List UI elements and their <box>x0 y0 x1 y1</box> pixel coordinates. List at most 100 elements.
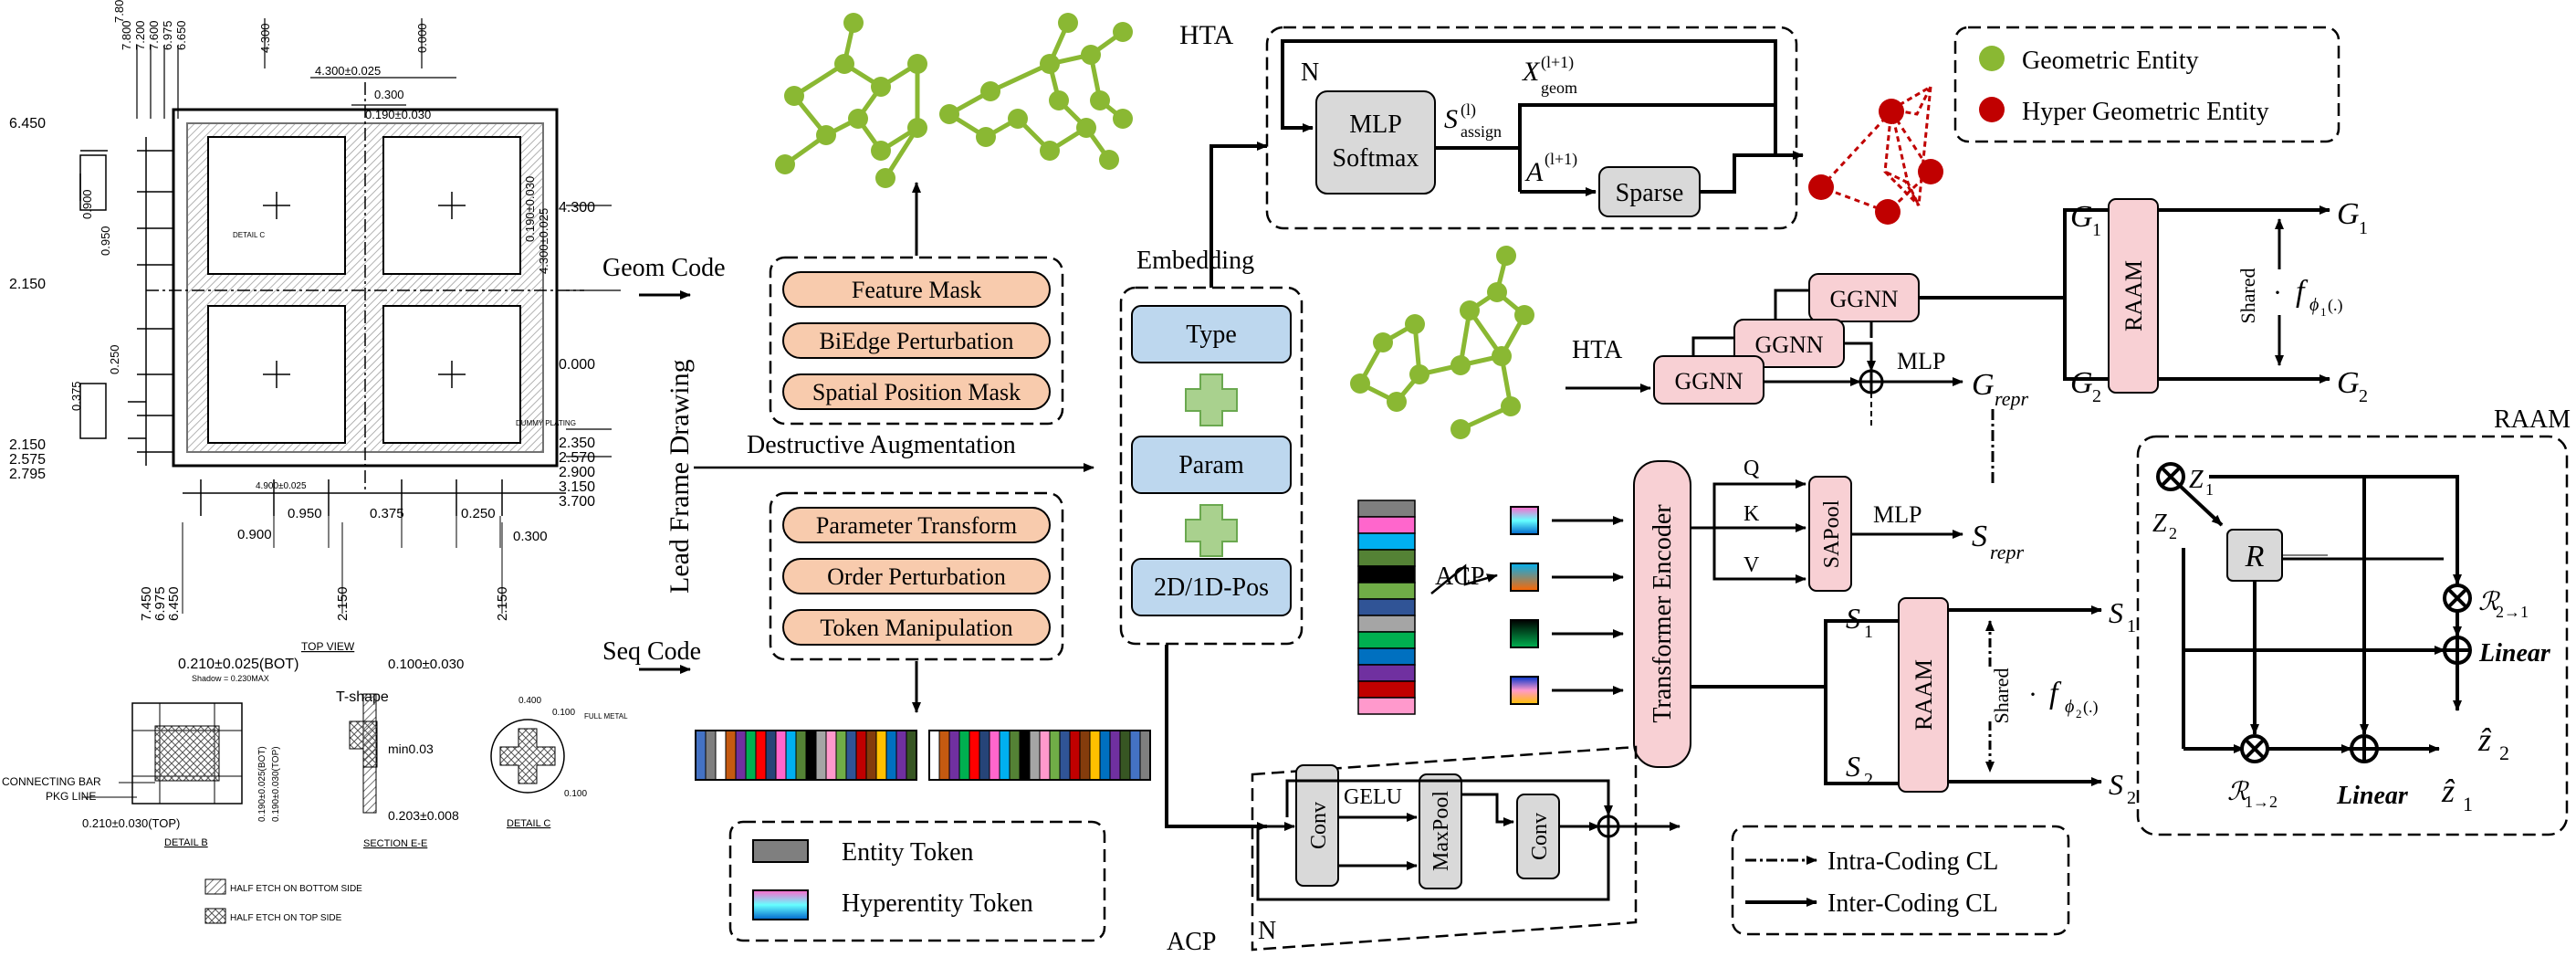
geom-augment-items: Feature Mask BiEdge Perturbation Spatial… <box>782 271 1051 410</box>
s1-in-sub: 1 <box>1864 622 1873 642</box>
aug-item-order-perturbation <box>782 558 1051 594</box>
token-cell <box>725 730 737 781</box>
entity-legend-box <box>1953 26 2340 143</box>
detail-b-dim-4: 0.210±0.030(TOP) <box>82 816 180 830</box>
dim-bottom-4: 0.250 <box>461 506 496 521</box>
dim-left-1: 6.450 <box>9 116 46 131</box>
token-cell <box>999 730 1011 781</box>
geom-code-label: Geom Code <box>602 254 726 282</box>
dim-bottom-1: 0.900 <box>237 527 272 542</box>
embedding-param <box>1131 436 1292 494</box>
lf-detail-label: DETAIL C <box>233 231 265 239</box>
dim-left-4: 2.150 <box>9 277 46 292</box>
g-repr: G <box>1972 368 1995 402</box>
dim-right-2: 0.190±0.030 <box>523 176 537 242</box>
transformer-encoder-label: Transformer Encoder <box>1649 504 1677 723</box>
times-icon <box>2160 466 2182 488</box>
section-dim-2: min0.03 <box>388 741 434 756</box>
ggnn-3-label: GGNN <box>1829 286 1898 312</box>
embed-to-acp-arrow <box>1165 645 1268 831</box>
dim-right-8: 3.150 <box>559 479 595 495</box>
g2-out-sub: 2 <box>2359 386 2368 406</box>
s-assign-sub: assign <box>1461 122 1502 141</box>
seq-f-subsub: 2 <box>2076 707 2082 720</box>
seq-raam-top-split <box>1824 619 1899 687</box>
lf-dummy-label: DUMMY PLATING <box>516 419 576 427</box>
tshape-label: T-shape <box>336 689 389 705</box>
dim-top-6: 4.300 <box>258 23 272 53</box>
token-cell <box>715 730 727 781</box>
token-cell <box>835 730 847 781</box>
x-geom: X <box>1522 57 1541 87</box>
acp-maxpool <box>1419 773 1462 889</box>
token-cell <box>1019 730 1031 781</box>
embedding-type <box>1131 305 1292 363</box>
geometric-entity-label: Geometric Entity <box>2022 47 2199 75</box>
token-cell <box>845 730 857 781</box>
dim-right-7: 2.900 <box>559 465 595 480</box>
section-dim-3: 0.203±0.008 <box>388 808 459 823</box>
token-cell <box>1059 730 1071 781</box>
acp-stack-token <box>1357 516 1416 534</box>
times-icon <box>2244 738 2266 760</box>
plus-sign-icon <box>1598 816 1618 836</box>
hta-xgeom-line <box>1518 103 1777 192</box>
ggnn-1-label: GGNN <box>1674 368 1743 394</box>
token-cell <box>775 730 787 781</box>
dim-bottom-5: 0.300 <box>513 529 548 544</box>
raam-detail-box <box>2136 435 2569 836</box>
k-label: K <box>1744 502 1760 526</box>
acp-block-box <box>1251 745 1638 952</box>
token-cell <box>1079 730 1091 781</box>
ggnn2-to-sum <box>1844 342 1876 372</box>
token-cell <box>855 730 867 781</box>
token-cell <box>785 730 797 781</box>
bottom-linear-label: Linear <box>2336 782 2409 810</box>
s1-out: S <box>2109 596 2123 629</box>
a-sup: (l+1) <box>1545 150 1577 169</box>
a-symbol: A <box>1524 157 1544 187</box>
s-assign: S <box>1444 104 1458 134</box>
lead-frame-vertical-label: Lead Frame Drawing <box>665 359 695 594</box>
dim-right-4: 0.000 <box>559 357 595 373</box>
destructive-augmentation-title: Destructive Augmentation <box>747 431 1016 459</box>
aug-item-spatial-mask <box>782 373 1051 410</box>
token-cell <box>735 730 747 781</box>
dim-right-3: 4.300±0.025 <box>537 208 550 274</box>
r21: ℛ <box>2478 588 2500 616</box>
token-cell <box>1039 730 1051 781</box>
token-cell <box>865 730 877 781</box>
seq-code-label: Seq Code <box>602 637 701 666</box>
top-linear-label: Linear <box>2478 639 2551 668</box>
token-cell <box>1029 730 1041 781</box>
dim-bottom-3: 0.375 <box>370 506 404 521</box>
hta-output-arrow <box>1700 151 1804 194</box>
augmented-graphs <box>783 21 1125 180</box>
s2-in-sub: 2 <box>1864 770 1873 790</box>
g2-in-sub: 2 <box>2092 386 2101 406</box>
token-cell <box>979 730 990 781</box>
token-strip-frame <box>928 730 1151 781</box>
pool-to-conv <box>1461 793 1514 826</box>
dim-right-6: 2.570 <box>559 450 595 466</box>
token-cell <box>765 730 777 781</box>
intra-cl-label: Intra-Coding CL <box>1827 847 1998 876</box>
entity-token-label: Entity Token <box>842 838 974 867</box>
hta-box <box>1265 26 1798 230</box>
g2-out: G <box>2337 366 2360 400</box>
s2-out-sub: 2 <box>2127 788 2136 808</box>
dim-top-8: 4.300±0.025 <box>315 64 381 78</box>
ggnn-connector <box>1691 336 1734 356</box>
geom-f-sub: ϕ <box>2309 295 2319 315</box>
token-cell <box>1109 730 1121 781</box>
hta-softmax-label: Softmax <box>1333 144 1419 173</box>
seq-f-dot: · <box>2028 679 2037 710</box>
dim-left-6: 0.375 <box>69 381 83 411</box>
dim-top-1: 7.800 <box>120 20 133 50</box>
dim-left-5: 0.250 <box>108 344 121 374</box>
aug-item-label: Parameter Transform <box>816 512 1017 539</box>
geom-f-tail: (.) <box>2328 296 2343 315</box>
embedding-pos-label: 2D/1D-Pos <box>1154 573 1269 602</box>
acp-stack-token <box>1357 647 1416 666</box>
